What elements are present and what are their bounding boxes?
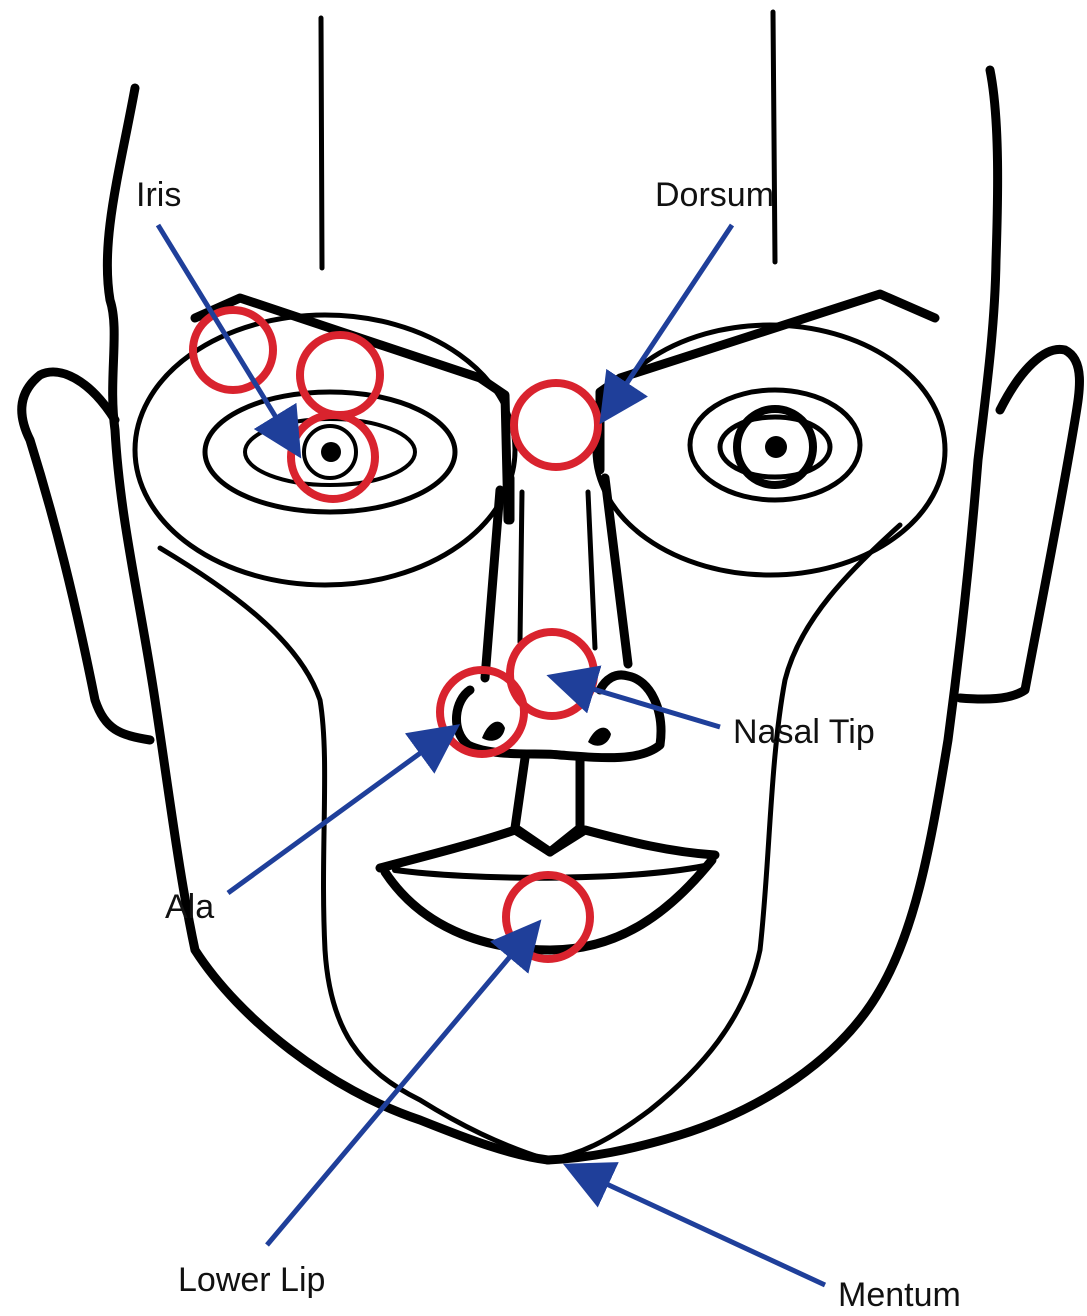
nose-line-inner-right	[588, 492, 595, 648]
nose-line-inner-left	[520, 492, 522, 642]
arrow-lower-lip	[267, 927, 535, 1245]
arrow-ala	[228, 730, 452, 893]
nostril-left	[482, 722, 505, 741]
cheek-line-right	[548, 525, 900, 1160]
marker-dorsum	[514, 383, 598, 467]
label-mentum: Mentum	[838, 1276, 961, 1314]
label-iris: Iris	[136, 176, 181, 214]
pupil-left	[321, 442, 341, 462]
pupil-right	[765, 436, 787, 458]
upper-lip	[380, 830, 715, 868]
arrow-dorsum	[605, 225, 732, 416]
label-lower-lip: Lower Lip	[178, 1261, 325, 1299]
label-dorsum: Dorsum	[655, 176, 774, 214]
ear-right	[960, 349, 1079, 699]
landmark-labels: Iris Dorsum Nasal Tip Ala Lower Lip Ment…	[136, 176, 961, 1314]
label-ala: Ala	[165, 888, 214, 926]
forehead-line-right	[773, 12, 775, 262]
arrow-mentum	[572, 1168, 825, 1285]
marker-circle	[300, 335, 380, 415]
label-nasal-tip: Nasal Tip	[733, 713, 875, 751]
nostril-right	[588, 728, 611, 746]
forehead-line-left	[321, 18, 322, 268]
